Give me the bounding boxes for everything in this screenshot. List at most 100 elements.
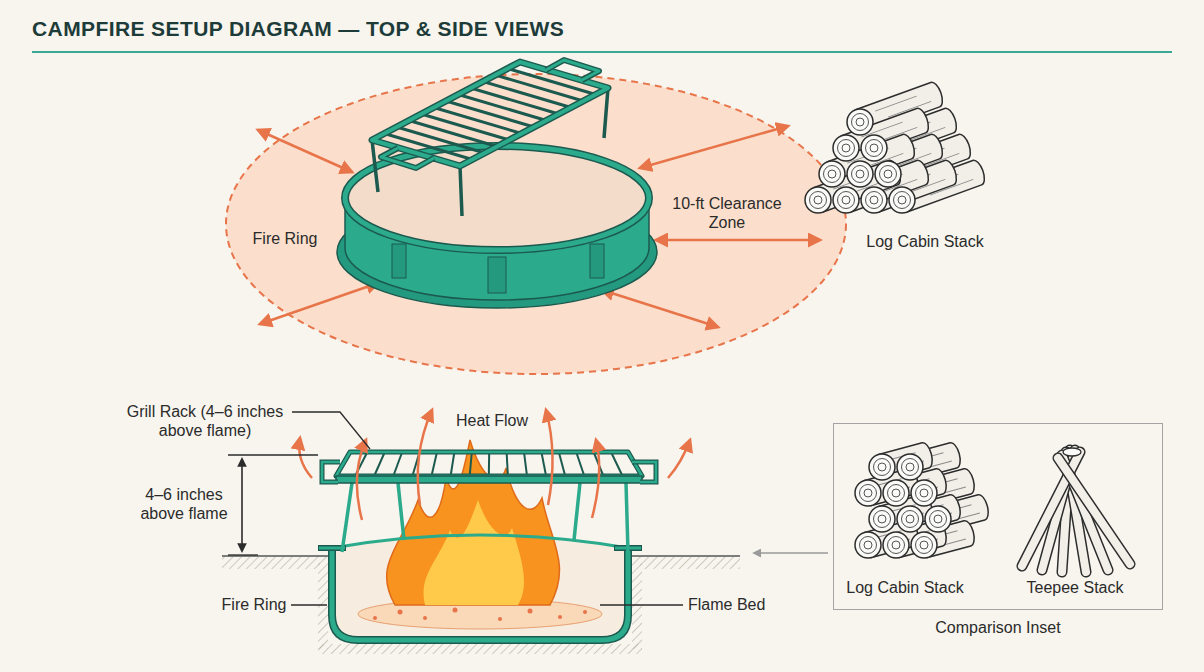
log-cabin-stack-inset-part [897,506,923,532]
grill-rack-side-part [322,462,340,482]
log-cabin-stack-top-part [833,135,859,161]
log-cabin-stack-top-part [833,187,859,213]
grill-rack-top-part [546,60,599,80]
heat-flow-arrows-part [418,410,432,505]
fire-ring-top [337,146,657,308]
part-label: Log Cabin Stack [835,578,975,597]
grill-rack-side-part-part [470,452,472,476]
grill-rack-side-part-part [507,452,508,476]
grill-rack-side-part-part [611,452,623,476]
ground-hatch-part [318,644,642,654]
log-cabin-stack-top-part [805,187,831,213]
grill-rack-top-part [381,148,434,168]
grill-rack-top-part [381,148,434,168]
heat-flow-arrows-part [299,438,312,478]
grill-rack-side-part [322,462,340,482]
grill-rack-side-part-part [398,483,404,540]
grill-rack-side-part-part [432,452,438,476]
log-cabin-stack-inset-part [855,480,881,506]
heat-flow-arrows-part [592,440,599,518]
log-cabin-stack-top-part [875,161,901,187]
fire-ring-top-part [488,257,506,293]
grill-rack-side-part-part [393,452,402,476]
grill-rack-side-part-part [374,452,385,476]
leader-lines [291,412,683,605]
log-cabin-stack-inset-part [925,506,951,532]
log-cabin-stack-inset-part [869,454,895,480]
part-label: Flame Bed [688,595,798,614]
grill-rack-side-part-part [342,483,352,552]
clearance-arrows-part [602,290,718,327]
grill-rack-side-part-part [488,452,490,476]
leader-lines-part [291,604,327,605]
grill-rack-side-part-part [574,483,580,540]
heat-flow-arrows-part [546,410,553,505]
diagram-title: CAMPFIRE SETUP DIAGRAM — TOP & SIDE VIEW… [32,17,564,41]
grill-rack-side-part-part [559,452,565,476]
part-label: Grill Rack (4–6 inches above flame) [110,402,300,440]
leader-lines-part [600,604,683,605]
log-cabin-stack-inset-part [911,532,937,558]
grill-rack-side-part-part [524,452,527,476]
grill-rack-top-part [372,62,608,166]
inset-pointer [754,553,828,554]
grill-rack-top-part [546,60,599,80]
fire-ring-wall-part [332,548,628,640]
teepee-stack-part [1058,458,1130,564]
dimension-line-part [228,454,318,455]
clearance-arrows-part [258,130,352,172]
clearance-arrows-part [640,126,788,168]
log-cabin-stack-inset-part [883,480,909,506]
flames [387,440,560,605]
ground-hatch-part [318,557,328,649]
fire-ring-wall [318,535,642,640]
log-cabin-stack-top-part [861,135,887,161]
clearance-zone [226,74,846,374]
fire-ring-top-part [590,244,604,278]
flame-bed-part-part [423,616,427,620]
fire-ring-top-part [345,146,649,250]
flame-bed-part-part [398,610,403,615]
grill-rack-side-part [336,476,642,483]
log-cabin-stack-inset-part [897,454,923,480]
grill-rack-side-part [336,452,642,476]
flames-part [387,440,560,605]
log-cabin-stack-top-part [847,109,873,135]
grill-rack-top-part [372,62,608,166]
log-cabin-stack-top-part [819,161,845,187]
grill-rack-side-part [336,452,642,476]
log-cabin-stack-top-part [889,187,915,213]
log-cabin-stack-inset [855,441,991,558]
clearance-zone-part [226,74,846,374]
dimension-line [228,455,318,555]
heat-flow-arrows-part [357,440,366,520]
grill-rack-side-part-part [626,483,628,552]
grill-rack-side-part [355,452,622,476]
log-cabin-stack-inset-part [869,506,895,532]
fire-ring-top-part [392,244,406,278]
clearance-arrows-part [656,239,820,242]
clearance-arrows [258,126,820,327]
title-underline-part [32,51,1172,53]
log-cabin-stack-inset-part [911,480,937,506]
fire-ring-wall-part [332,535,628,548]
ground-hatch-part [632,557,642,649]
part-label: Teepee Stack [1005,578,1145,597]
heat-flow-arrows-part [668,440,690,478]
dimension-line-part [228,554,258,555]
inset-pointer-part [754,552,828,554]
inset-caption: Comparison Inset [834,618,1162,637]
flame-bed-part-part [373,616,377,620]
ground-hatch-part [222,555,330,557]
ground-hatch-part [630,555,740,557]
teepee-stack [1022,448,1130,572]
grill-rack-top [372,60,608,216]
flame-bed-part [373,608,587,622]
grill-rack-top-part-part [460,166,462,216]
teepee-stack-part [1063,448,1081,456]
flame-bed-part-part [558,615,562,619]
log-cabin-stack-top-part [861,187,887,213]
